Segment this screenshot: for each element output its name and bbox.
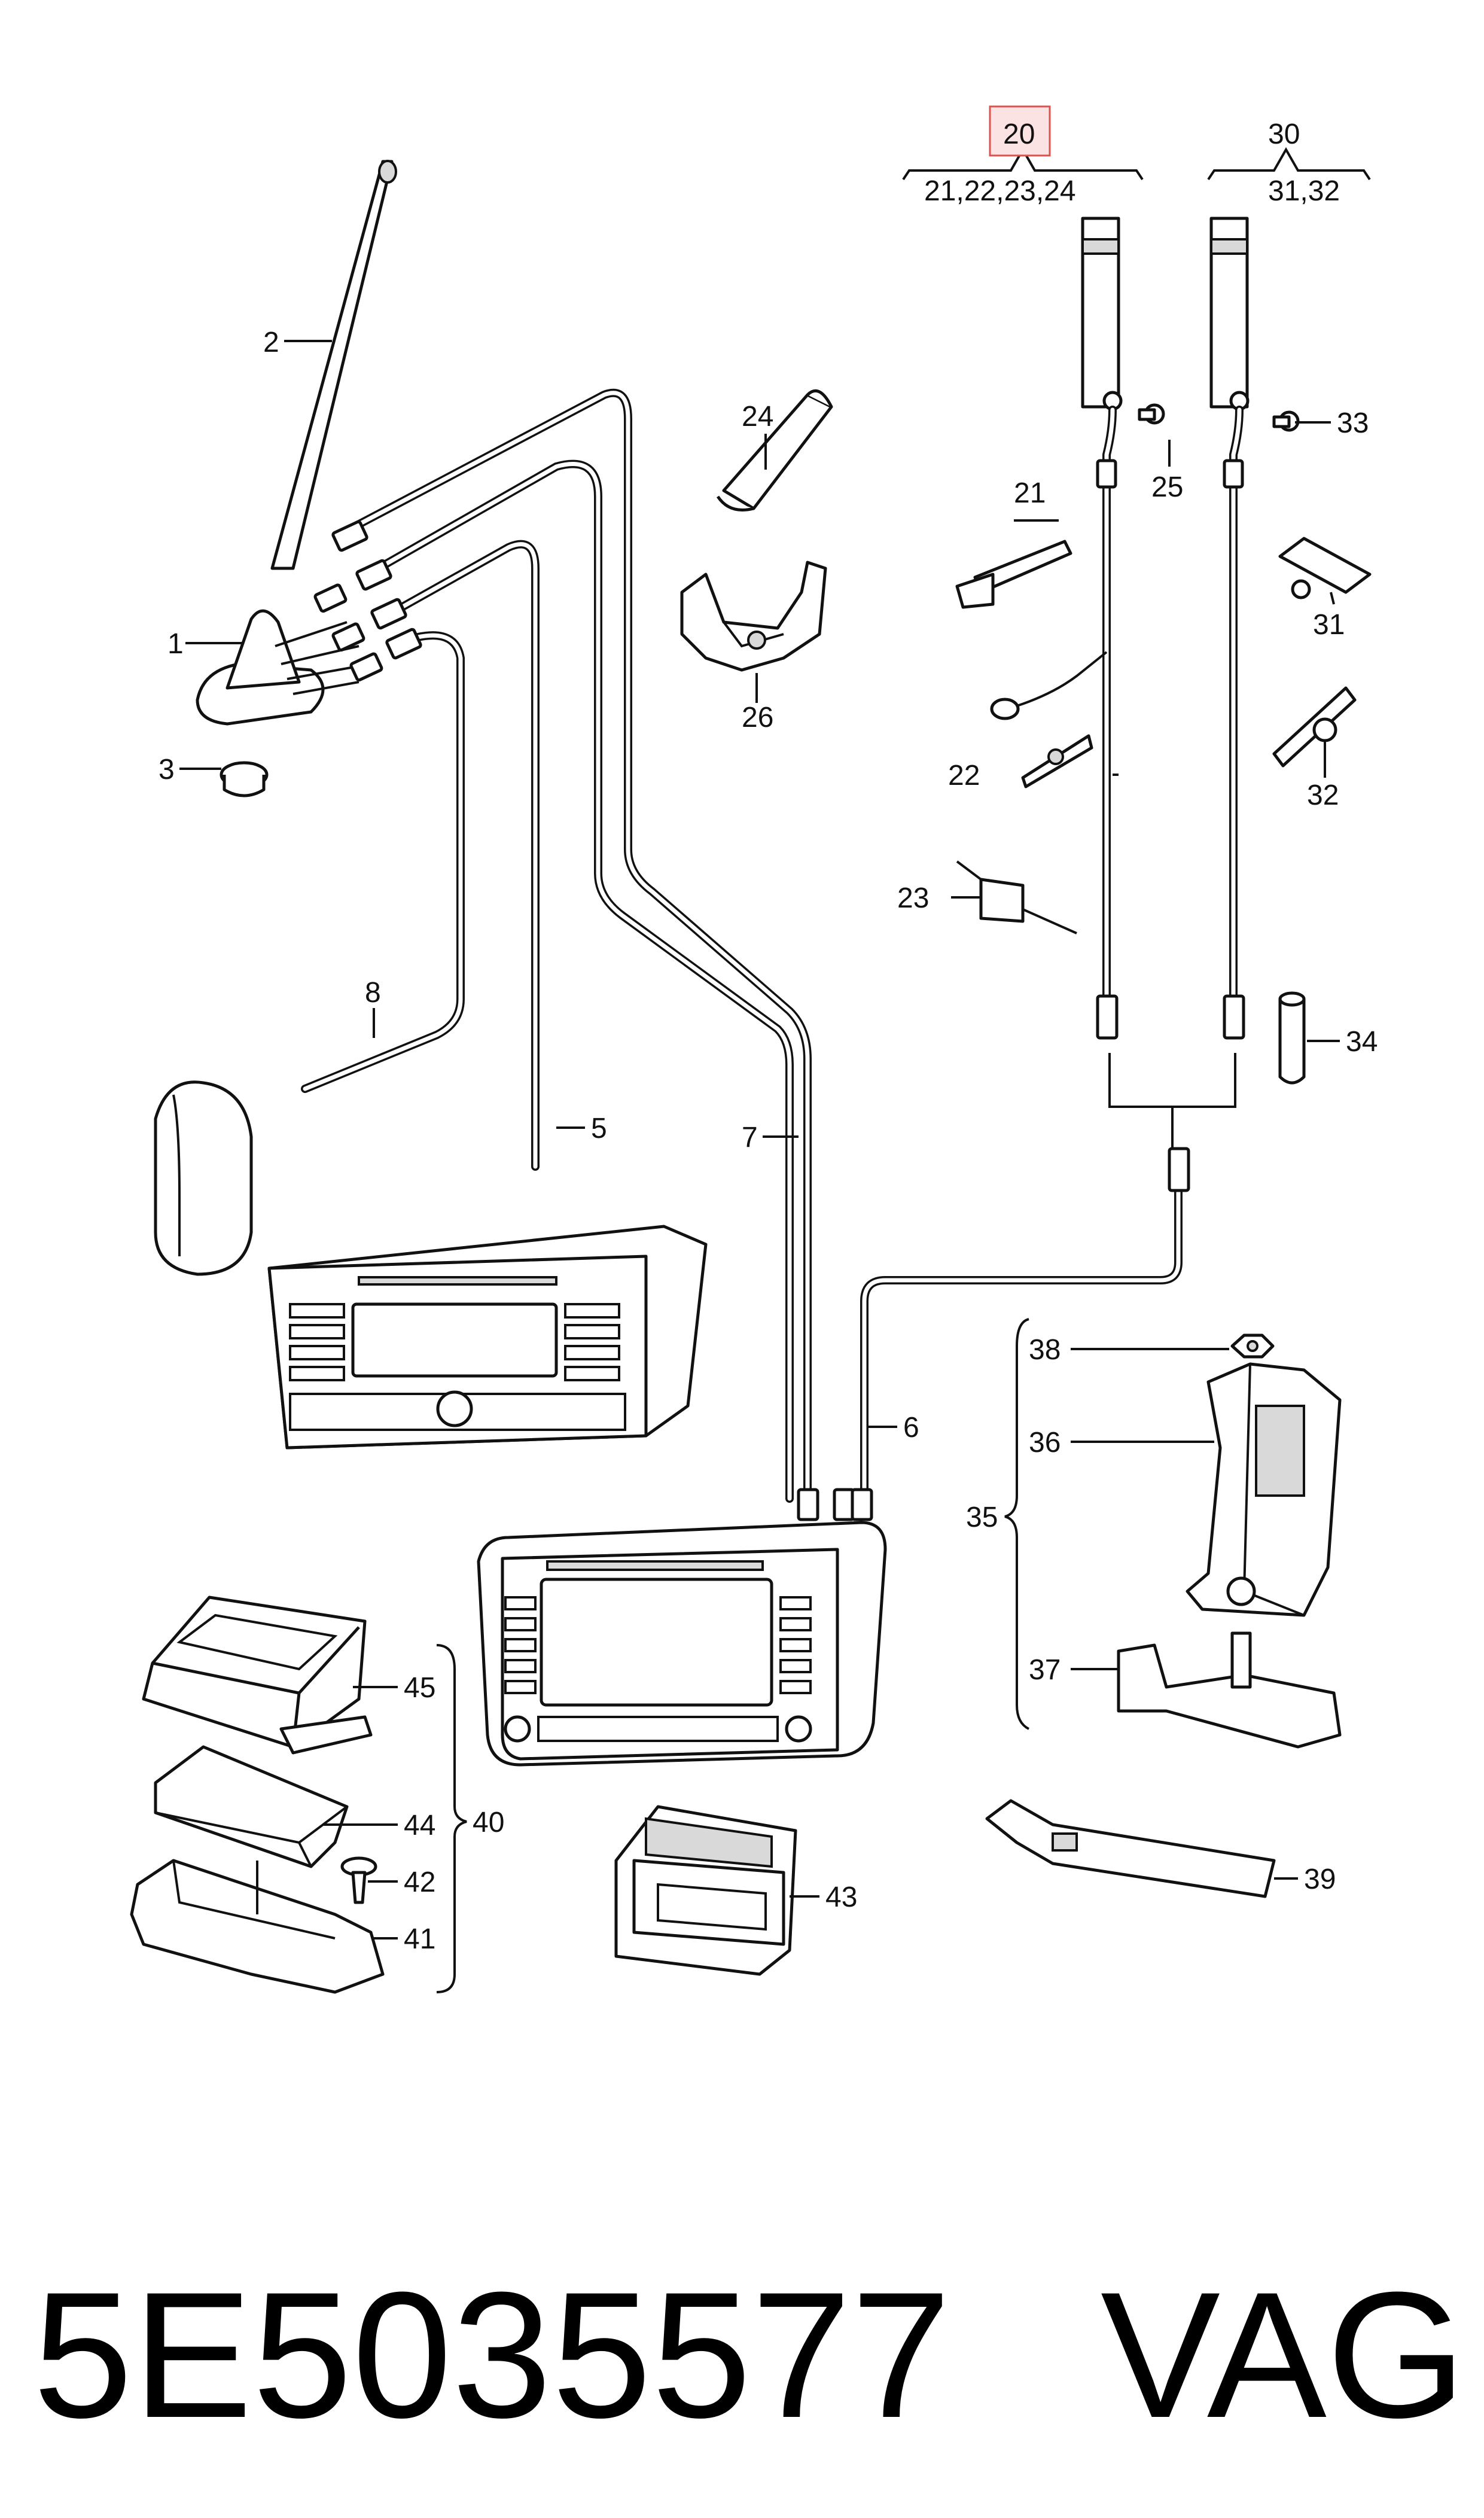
bracket-26 [680,561,827,672]
label-30: 30 [1268,118,1300,150]
brace-30 [1207,147,1371,181]
label-23: 23 [897,882,929,914]
label-25: 25 [1151,471,1183,503]
label-38: 38 [1029,1334,1061,1366]
callout-labels: 1 2 3 5 6 7 8 20 21,22,23,24 21 22 23 24… [159,118,1378,1955]
cable-6-branch [860,1174,1183,1503]
label-44: 44 [404,1810,435,1841]
cable-30 [1223,406,1245,1040]
control-unit-housing [142,1596,373,1755]
label-37: 37 [1029,1654,1061,1686]
part-number: 5E5035577 [33,2254,951,2455]
control-module [154,1745,349,1868]
screw-33 [1272,410,1300,432]
label-31: 31 [1313,609,1345,641]
label-43: 43 [825,1881,857,1913]
sleeve-34 [1278,991,1306,1085]
key-fob [154,1080,253,1276]
label-6: 6 [903,1412,919,1444]
label-21: 21 [1014,477,1046,509]
label-30-sub: 31,32 [1268,175,1340,207]
strip-antenna-39 [985,1799,1276,1898]
label-24: 24 [742,401,773,433]
nut-38 [1230,1333,1275,1359]
brand-name: VAG [1101,2254,1466,2455]
label-3: 3 [159,754,175,785]
label-41: 41 [404,1923,435,1955]
cable-tie-21 [955,540,1072,609]
label-20-sub: 21,22,23,24 [924,175,1076,207]
label-39: 39 [1304,1864,1336,1895]
screw-25 [1138,403,1165,425]
antenna-module-20 [1081,217,1123,411]
label-5: 5 [591,1113,607,1144]
bracket-41 [130,1859,385,1994]
cable-6-main [364,459,794,1503]
label-26: 26 [742,702,773,733]
label-2: 2 [263,327,279,358]
bracket-36 [1186,1362,1342,1617]
navigation-unit [477,1521,887,1767]
label-32: 32 [1307,780,1339,811]
cable-joint-lines [1108,1053,1236,1149]
label-22: 22 [948,760,980,791]
label-8: 8 [365,977,381,1009]
sos-button-module [614,1805,797,1976]
clip-42 [340,1856,377,1904]
label-1: 1 [167,628,184,660]
clip-23 [956,860,1077,934]
cable-5 [382,540,540,1171]
cable-7 [342,388,812,1503]
bracket-37 [1117,1631,1342,1749]
label-7: 7 [742,1122,758,1153]
cable-8 [301,631,465,1093]
roof-antenna-base [196,520,422,726]
cable-20 [1096,406,1119,1040]
label-36: 36 [1029,1427,1061,1459]
clip-31 [1278,537,1372,599]
bracket-brace-35 [1004,1318,1029,1730]
highlight-20 [989,105,1051,157]
radio-unit-old [267,1225,708,1450]
label-33: 33 [1337,407,1369,439]
label-42: 42 [404,1867,435,1898]
label-45: 45 [404,1672,435,1704]
brace-40 [436,1644,467,1993]
antenna-rod [270,160,397,570]
clip-32 [1272,686,1357,768]
label-40: 40 [473,1807,504,1838]
grab-handle-24 [716,389,833,511]
earth-strap-22 [990,651,1108,788]
cable-end-connectors [797,1147,1190,1521]
antenna-module-30 [1209,217,1250,411]
leader-lines [179,340,1340,1940]
label-35: 35 [966,1502,998,1533]
label-20: 20 [1003,118,1035,150]
grommet [220,761,269,797]
label-34: 34 [1346,1026,1378,1058]
